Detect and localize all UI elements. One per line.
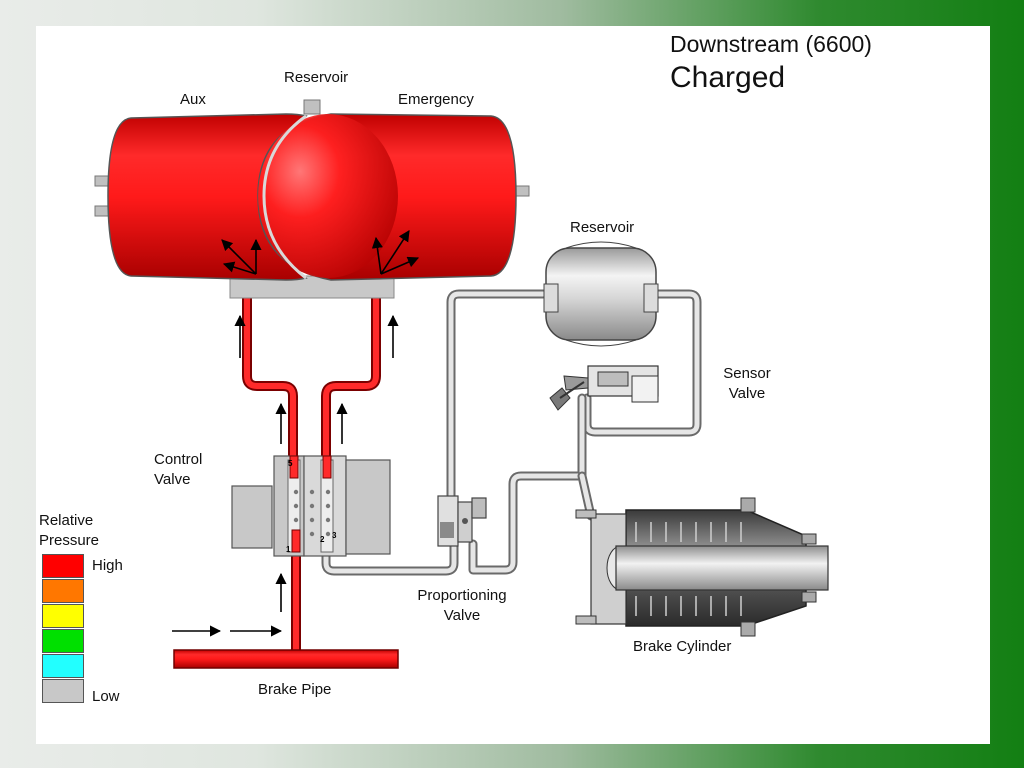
label-sensor-valve-line1: Sensor xyxy=(723,365,771,382)
legend-swatch-yellow xyxy=(42,604,84,628)
legend-swatch-cyan xyxy=(42,654,84,678)
port-label-5: 5 xyxy=(288,459,293,468)
page-title: Charged xyxy=(670,61,786,94)
label-brake-cylinder: Brake Cylinder xyxy=(633,638,732,655)
sensor-valve xyxy=(549,365,659,411)
label-reservoir-small: Reservoir xyxy=(570,219,635,236)
label-proportioning-valve-line2: Valve xyxy=(443,607,481,624)
label-brake-pipe: Brake Pipe xyxy=(258,681,332,698)
port-label-3: 3 xyxy=(332,531,337,540)
label-control-valve: Control Valve xyxy=(154,450,202,490)
label-control-valve-line1: Control xyxy=(154,451,203,468)
diagram-canvas: 5 1 2 3 xyxy=(36,26,990,744)
charged-piping xyxy=(242,276,381,652)
legend-swatch-low xyxy=(42,679,84,703)
legend-high-label: High xyxy=(92,557,123,574)
label-aux: Aux xyxy=(180,91,206,108)
page-subtitle: Downstream (6600) xyxy=(670,31,872,57)
flow-arrows xyxy=(172,314,399,637)
reservoir-mount xyxy=(229,275,395,299)
label-proportioning-valve-line1: Proportioning xyxy=(417,587,507,604)
legend-title-line1: Relative xyxy=(39,512,94,529)
air-brake-diagram: 5 1 2 3 xyxy=(94,99,829,669)
main-reservoir xyxy=(94,99,530,299)
low-pressure-piping xyxy=(321,289,702,576)
small-reservoir xyxy=(543,241,659,347)
label-emergency: Emergency xyxy=(398,91,474,108)
legend-swatch-high xyxy=(42,554,84,578)
label-reservoir-main: Reservoir xyxy=(284,69,349,86)
pressure-arrows-aux xyxy=(221,238,262,275)
brake-cylinder xyxy=(575,497,829,637)
label-sensor-valve: Sensor Valve xyxy=(712,364,782,404)
port-label-2: 2 xyxy=(320,535,325,544)
legend-swatch-orange xyxy=(42,579,84,603)
legend-title-line2: Pressure xyxy=(39,532,100,549)
piston-rod xyxy=(615,545,829,591)
label-proportioning-valve: Proportioning Valve xyxy=(406,586,518,626)
label-sensor-valve-line2: Valve xyxy=(728,385,766,402)
legend-low-label: Low xyxy=(92,688,120,705)
control-valve: 5 1 2 3 xyxy=(231,455,391,557)
port-label-1: 1 xyxy=(286,545,291,554)
proportioning-valve xyxy=(437,495,487,547)
legend-swatch-green xyxy=(42,629,84,653)
label-control-valve-line2: Valve xyxy=(154,471,191,488)
brake-pipe xyxy=(173,649,399,669)
pressure-arrows-emergency xyxy=(371,230,420,275)
legend-title: Relative Pressure xyxy=(39,511,99,551)
